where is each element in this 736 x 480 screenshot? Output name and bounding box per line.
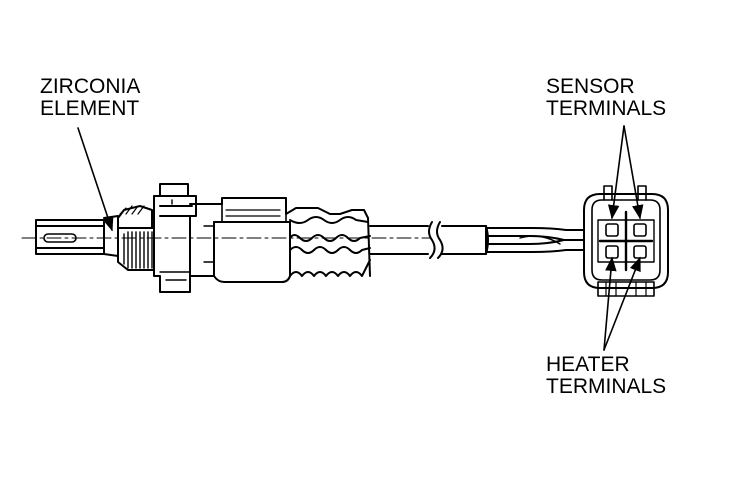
heater-label-line1: HEATER	[546, 353, 630, 376]
zirconia-label-line2: ELEMENT	[40, 97, 140, 120]
sensor-terminal-left	[605, 223, 619, 237]
heater-terminals-label: HEATER TERMINALS	[546, 354, 666, 398]
heater-terminal-right	[633, 245, 647, 259]
sensor-cable	[369, 221, 489, 259]
sensor-terminal-right	[633, 223, 647, 237]
sensor-thread	[117, 205, 155, 271]
zirconia-label-line1: ZIRCONIA	[40, 75, 141, 98]
sensor-leader-left	[607, 125, 625, 220]
heater-terminal-left	[605, 245, 619, 259]
sensor-leader-right	[623, 125, 644, 220]
sensor-label-line2: TERMINALS	[546, 97, 667, 120]
sensor-hex-nut	[153, 183, 197, 293]
wire-connector	[583, 185, 669, 297]
heater-label-line2: TERMINALS	[546, 375, 667, 398]
sensor-probe-tip	[35, 215, 119, 257]
sensor-body	[189, 197, 371, 283]
zirconia-leader	[77, 127, 114, 232]
heater-leader-right	[603, 256, 641, 351]
sensor-label-line1: SENSOR	[546, 75, 635, 98]
sensor-terminals-label: SENSOR TERMINALS	[546, 76, 666, 120]
zirconia-element-label: ZIRCONIA ELEMENT	[40, 76, 140, 120]
heater-leader-left	[603, 256, 617, 351]
sensor-wires	[485, 227, 585, 253]
